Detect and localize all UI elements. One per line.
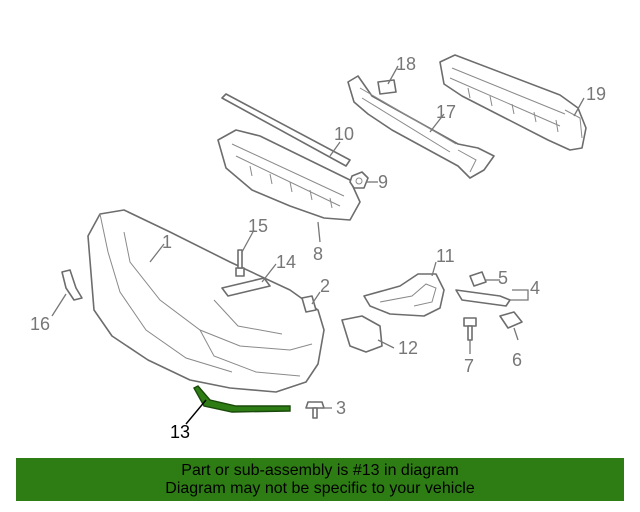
callout-8: 8: [313, 244, 323, 264]
callout-7: 7: [464, 356, 474, 376]
callout-10: 10: [334, 124, 354, 144]
part-17-absorber: [347, 75, 495, 179]
callout-labels: 1 2 3 4 5 6 7 8 9 10 11 12 13 14 15 16 1…: [30, 54, 606, 442]
part-16-bracket: [61, 269, 83, 301]
part-11-fog-bezel: [363, 273, 445, 317]
callout-1: 1: [162, 232, 172, 252]
part-18-label: [377, 79, 397, 95]
banner-line-1: Part or sub-assembly is #13 in diagram: [181, 462, 459, 479]
part-3-clip: [305, 401, 325, 419]
part-5-clip: [469, 271, 487, 287]
callout-3: 3: [336, 398, 346, 418]
part-9-nut: [349, 171, 369, 189]
callout-4: 4: [530, 278, 540, 298]
callout-12: 12: [398, 338, 418, 358]
info-banner: Part or sub-assembly is #13 in diagram D…: [16, 458, 624, 501]
part-19-reinforcement: [439, 54, 587, 151]
part-7-screw: [463, 317, 477, 341]
part-12-bracket: [341, 315, 383, 353]
callout-15: 15: [248, 216, 268, 236]
callout-5: 5: [498, 268, 508, 288]
callout-18: 18: [396, 54, 416, 74]
part-13-lower-strip: [193, 385, 291, 413]
callout-14: 14: [276, 252, 296, 272]
callout-16: 16: [30, 314, 50, 334]
callout-11: 11: [436, 246, 455, 266]
leader-lines: [51, 65, 585, 425]
part-1-bumper-cover: [87, 209, 325, 393]
part-6-bolt: [499, 311, 523, 329]
callout-6: 6: [512, 350, 522, 370]
part-10-strip: [221, 93, 351, 167]
part-15-screw: [235, 249, 245, 277]
part-14-trim: [221, 277, 271, 297]
part-4-strip: [455, 289, 511, 307]
callout-9: 9: [378, 172, 388, 192]
part-2-retainer: [301, 295, 317, 313]
banner-line-2: Diagram may not be specific to your vehi…: [165, 480, 475, 497]
callout-2: 2: [320, 276, 330, 296]
callout-13: 13: [170, 422, 190, 442]
part-8-bracket: [217, 129, 361, 221]
callout-17: 17: [436, 102, 456, 122]
callout-19: 19: [586, 84, 606, 104]
